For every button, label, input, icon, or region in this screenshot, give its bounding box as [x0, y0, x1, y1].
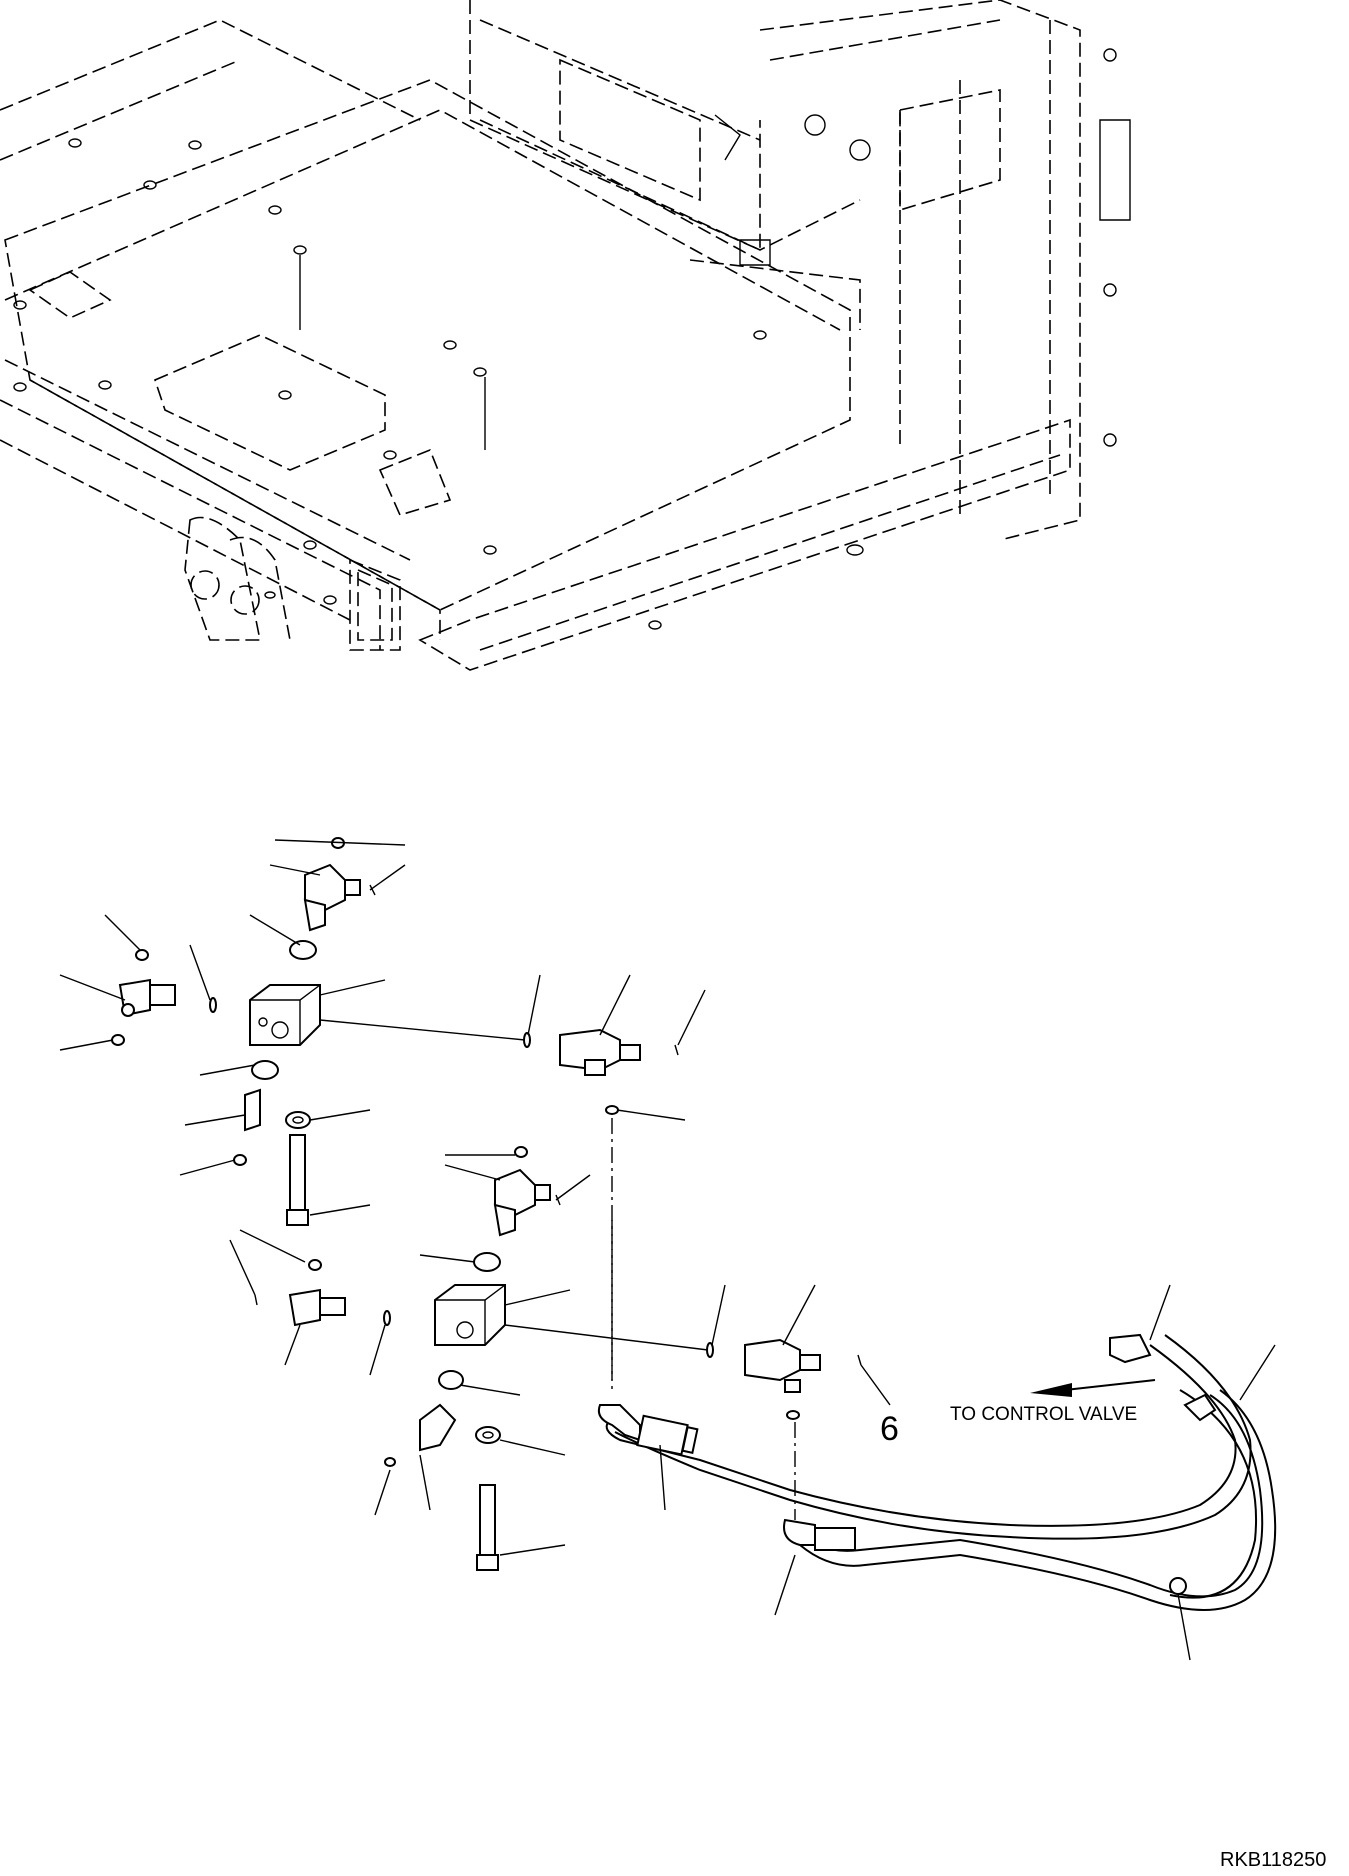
- callout-number: 6: [880, 1410, 899, 1448]
- hose-assembly: [597, 1284, 1277, 1661]
- drawing-id: RKB118250: [1220, 1849, 1326, 1871]
- direction-label: TO CONTROL VALVE: [950, 1404, 1137, 1425]
- lower-manifold-assembly: [229, 1146, 891, 1571]
- machine-frame: [0, 0, 1131, 671]
- upper-manifold-assembly: [59, 837, 706, 1380]
